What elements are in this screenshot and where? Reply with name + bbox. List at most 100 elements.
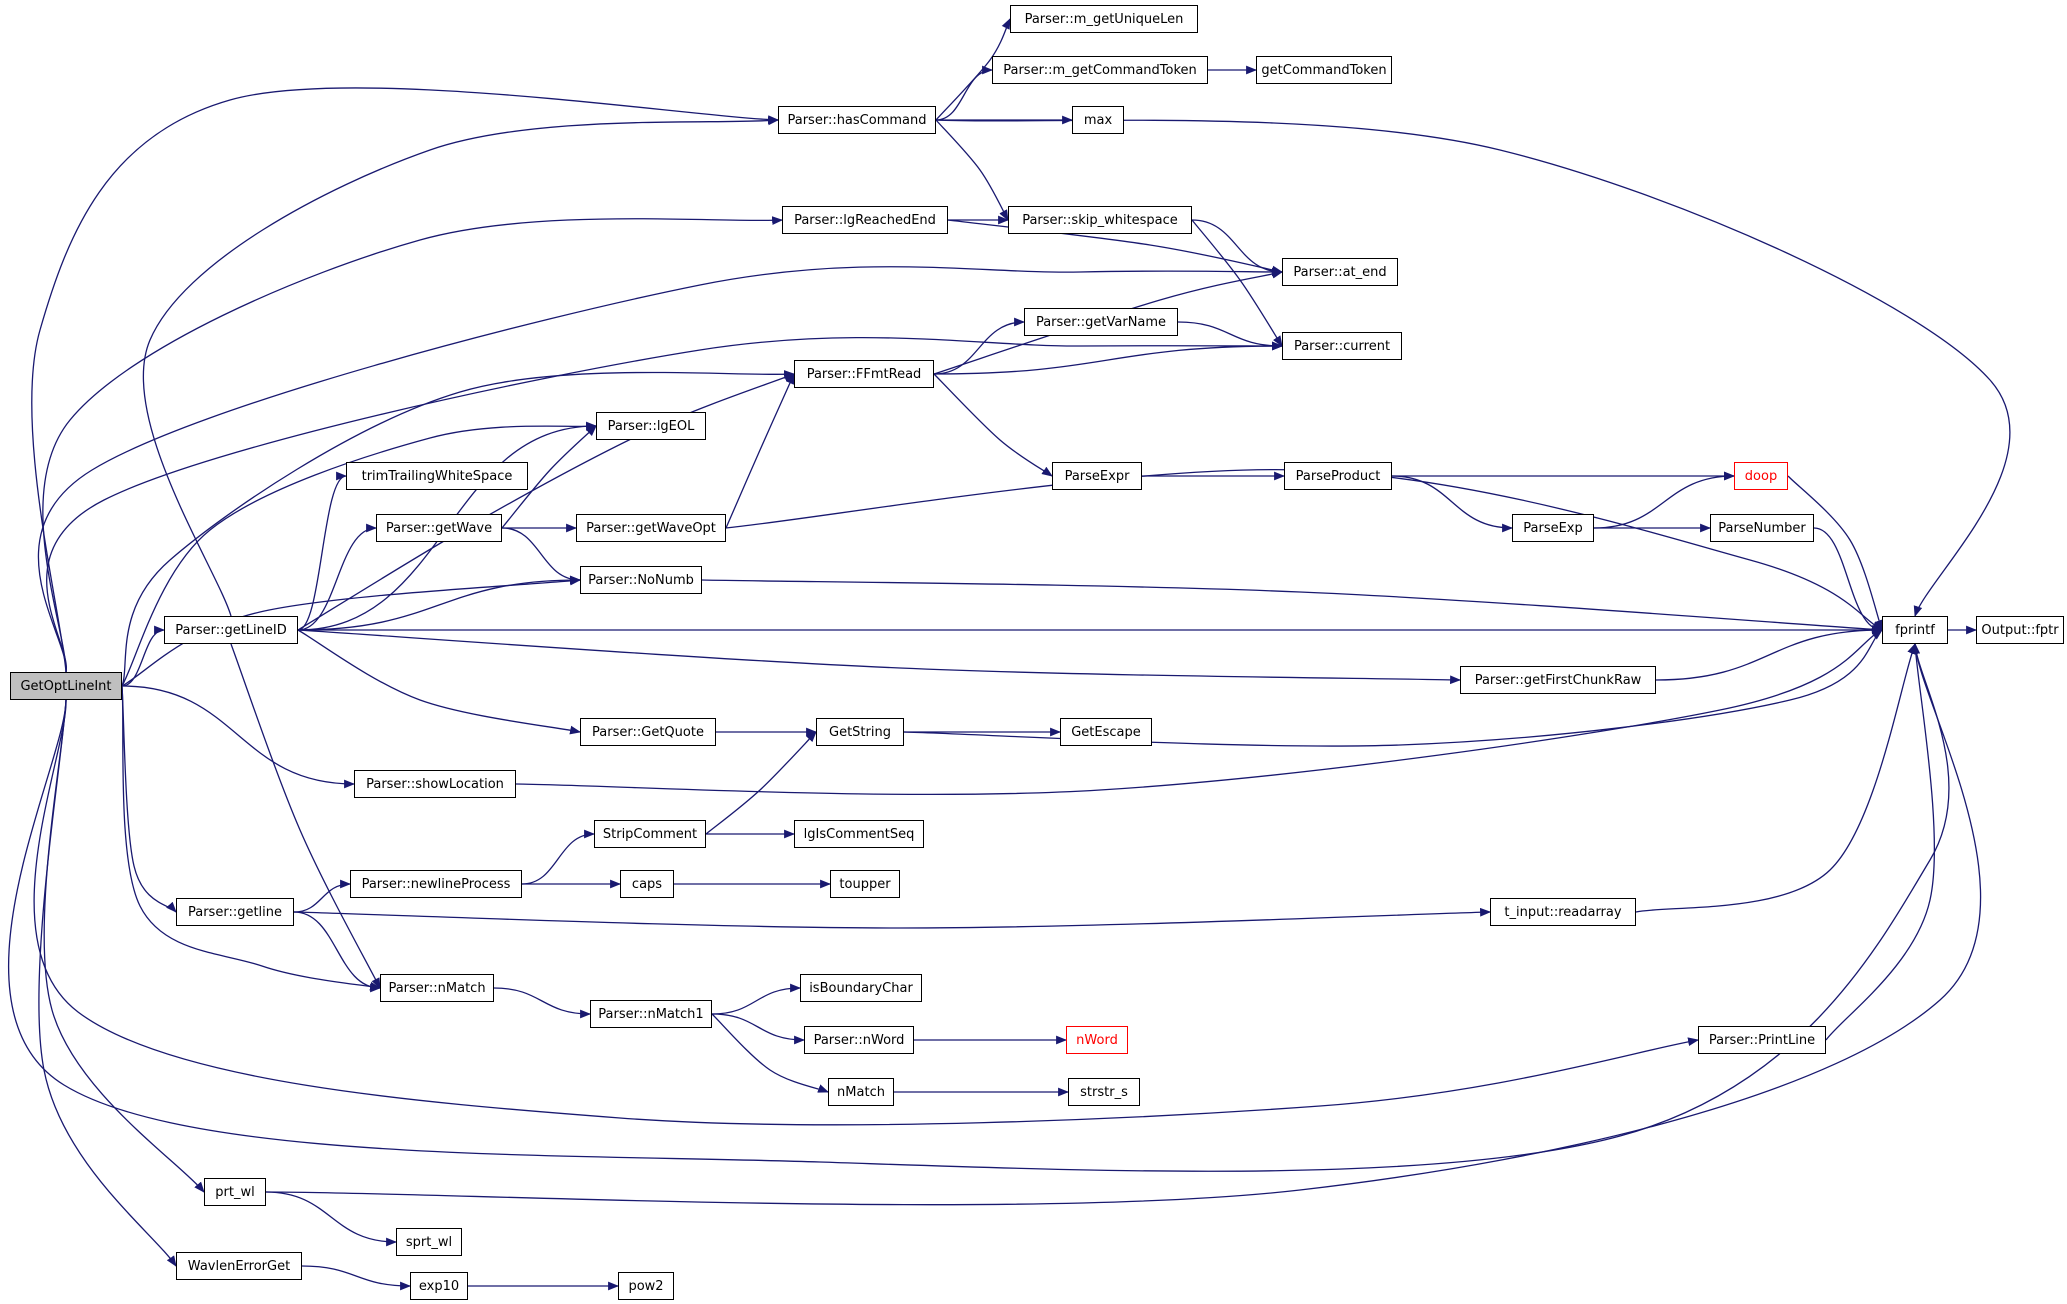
node-nwordp[interactable]: Parser::nWord [804, 1026, 914, 1054]
node-nmatchp[interactable]: Parser::nMatch [380, 974, 494, 1002]
node-stripc[interactable]: StripComment [594, 820, 706, 848]
edge-newlp-stripc [521, 829, 596, 885]
node-pexpr[interactable]: ParseExpr [1052, 462, 1142, 490]
node-max[interactable]: max [1072, 106, 1124, 134]
node-prtwl[interactable]: prt_wl [204, 1178, 266, 1206]
edge-getline-newlp [293, 879, 352, 913]
edge-prtwl-fprintf [265, 642, 1982, 1206]
node-skipws[interactable]: Parser::skip_whitespace [1008, 206, 1192, 234]
node-showloc[interactable]: Parser::showLocation [354, 770, 516, 798]
edge-getlineid-hascmd [142, 116, 780, 617]
edge-pnum-fprintf [1813, 527, 1884, 635]
node-lgisc[interactable]: lgIsCommentSeq [794, 820, 924, 848]
node-gfcr[interactable]: Parser::getFirstChunkRaw [1460, 666, 1656, 694]
node-exp10[interactable]: exp10 [410, 1272, 468, 1300]
node-pnum[interactable]: ParseNumber [1710, 514, 1814, 542]
edge-ffmt-pexpr [933, 373, 1053, 477]
edge-goli-getlineid [121, 625, 166, 687]
edge-getwaveopt-fprintf [725, 468, 1883, 631]
node-pow2[interactable]: pow2 [618, 1272, 674, 1300]
edge-getvn-cur [1177, 321, 1284, 351]
node-caps[interactable]: caps [620, 870, 674, 898]
node-getwave[interactable]: Parser::getWave [376, 514, 502, 542]
node-pprod[interactable]: ParseProduct [1284, 462, 1392, 490]
edge-getlineid-trimtw [297, 471, 348, 631]
edge-goli-getline [121, 685, 177, 913]
node-getquote[interactable]: Parser::GetQuote [580, 718, 716, 746]
node-doop[interactable]: doop [1734, 462, 1788, 490]
edge-pprod-pexp [1391, 475, 1514, 533]
node-pexp[interactable]: ParseExp [1512, 514, 1594, 542]
edge-goli-showloc [121, 685, 356, 789]
edge-hascmd-skipws [935, 119, 1009, 221]
node-readarr[interactable]: t_input::readarray [1490, 898, 1636, 926]
node-strstrs[interactable]: strstr_s [1068, 1078, 1140, 1106]
node-isbc[interactable]: isBoundaryChar [800, 974, 922, 1002]
node-getlineid[interactable]: Parser::getLineID [164, 616, 298, 644]
edge-pexp-doop [1593, 471, 1736, 529]
edge-prtwl-sprtwl [265, 1191, 398, 1247]
edge-getwave-nonumb [501, 527, 582, 585]
edge-hascmd-mgct [935, 65, 994, 121]
edge-wleg-exp10 [301, 1265, 412, 1291]
edge-getlineid-nmatchp [230, 643, 381, 989]
node-trimtw[interactable]: trimTrailingWhiteSpace [346, 462, 528, 490]
node-fprintf[interactable]: fprintf [1882, 616, 1948, 644]
edge-hascmd-fprintf [935, 119, 2011, 618]
node-nmatch1[interactable]: Parser::nMatch1 [590, 1000, 712, 1028]
edge-goli-prtwl [43, 699, 205, 1193]
edge-goli-ffmt [121, 370, 796, 687]
edge-getwave-lgeol [501, 425, 597, 529]
edge-nonumb-fprintf [701, 579, 1884, 634]
edge-stripc-getstring [705, 731, 817, 835]
edge-lgre-atend [947, 219, 1284, 275]
node-atend[interactable]: Parser::at_end [1282, 258, 1398, 286]
edge-goli-atend [37, 266, 1284, 673]
node-cur[interactable]: Parser::current [1282, 332, 1402, 360]
edge-doop-fprintf [1787, 475, 1883, 632]
node-newlp[interactable]: Parser::newlineProcess [350, 870, 522, 898]
node-lgeol[interactable]: Parser::lgEOL [596, 412, 706, 440]
edge-gfcr-fprintf [1655, 625, 1884, 681]
node-getescape[interactable]: GetEscape [1060, 718, 1152, 746]
edge-skipws-cur [1191, 219, 1283, 347]
node-nmatchf[interactable]: nMatch [828, 1078, 894, 1106]
node-toupper[interactable]: toupper [830, 870, 900, 898]
edge-getstring-fprintf [903, 629, 1883, 747]
edge-nmatch1-nwordp [711, 1013, 806, 1045]
node-gct[interactable]: getCommandToken [1256, 56, 1392, 84]
edge-ffmt-cur [933, 341, 1284, 375]
edge-goli-printline [33, 699, 1700, 1126]
node-ffmt[interactable]: Parser::FFmtRead [794, 360, 934, 388]
node-getstring[interactable]: GetString [816, 718, 904, 746]
node-getwaveopt[interactable]: Parser::getWaveOpt [576, 514, 726, 542]
node-getvn[interactable]: Parser::getVarName [1024, 308, 1178, 336]
edge-getlineid-getwave [297, 523, 378, 631]
node-goli[interactable]: GetOptLineInt [10, 672, 122, 700]
edge-goli-nmatchp [121, 685, 382, 991]
edge-goli-hascmd [31, 87, 780, 673]
node-sprtwl[interactable]: sprt_wl [396, 1228, 462, 1256]
node-hascmd[interactable]: Parser::hasCommand [778, 106, 936, 134]
edge-printline-fprintf [1825, 642, 1935, 1041]
edge-goli-fprintf [8, 642, 1950, 1172]
node-printline[interactable]: Parser::PrintLine [1698, 1026, 1826, 1054]
edge-goli-cur [46, 336, 1284, 673]
node-mgct[interactable]: Parser::m_getCommandToken [992, 56, 1208, 84]
edge-ffmt-getvn [933, 317, 1026, 375]
node-nwordr[interactable]: nWord [1066, 1026, 1128, 1054]
node-wleg[interactable]: WavlenErrorGet [176, 1252, 302, 1280]
edge-getlineid-getquote [297, 629, 582, 735]
node-fptr[interactable]: Output::fptr [1976, 616, 2064, 644]
node-mgul[interactable]: Parser::m_getUniqueLen [1010, 5, 1198, 33]
edge-ffmt-atend [933, 269, 1284, 375]
edge-nmatch1-nmatchf [711, 1013, 830, 1093]
edge-goli-lgeol [121, 422, 598, 687]
node-getline[interactable]: Parser::getline [176, 898, 294, 926]
node-nonumb[interactable]: Parser::NoNumb [580, 566, 702, 594]
edge-readarr-fprintf [1635, 642, 1916, 913]
edge-getlineid-nonumb [297, 575, 582, 631]
node-lgre[interactable]: Parser::lgReachedEnd [782, 206, 948, 234]
